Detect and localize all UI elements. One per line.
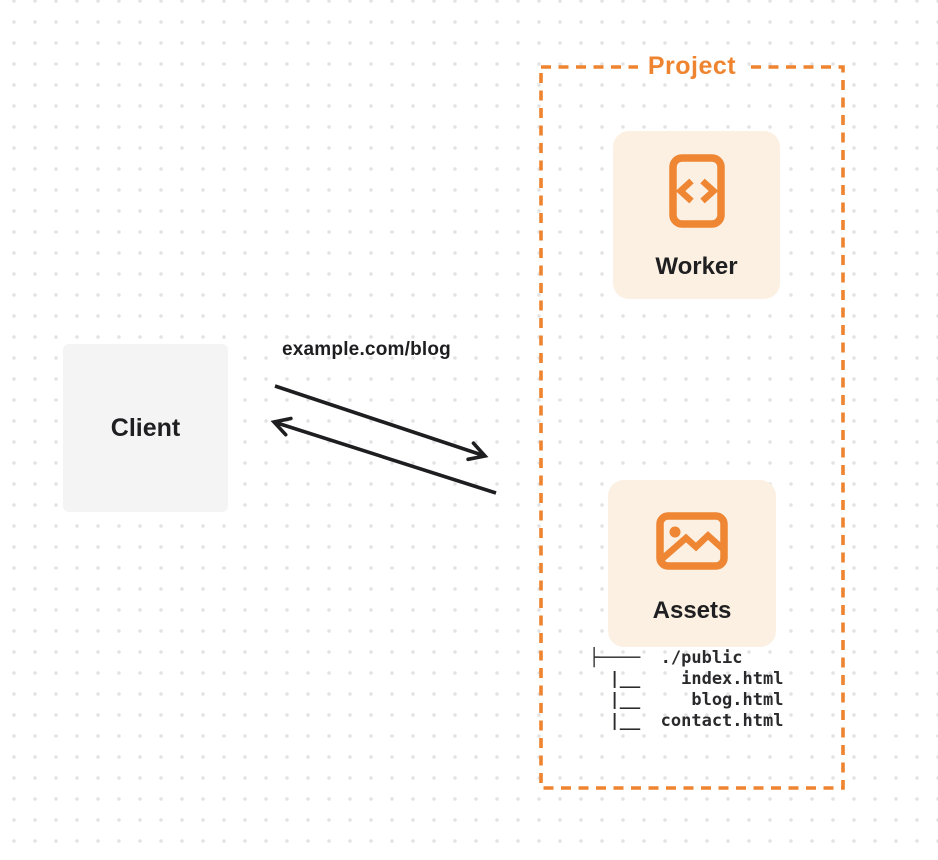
client-label: Client (110, 413, 181, 442)
assets-node: Assets (608, 480, 776, 647)
request-response-arrows (270, 384, 497, 495)
request-url-label: example.com/blog (282, 339, 451, 360)
worker-node: Worker (613, 131, 780, 299)
image-icon (656, 512, 728, 570)
response-arrow (270, 416, 497, 495)
assets-file-tree: ├──── ./public |__ index.html |__ blog.h… (589, 648, 784, 731)
client-node: Client (63, 344, 228, 512)
worker-label: Worker (655, 253, 738, 280)
assets-label: Assets (652, 597, 732, 624)
request-arrow (274, 384, 489, 462)
project-dashed-border (539, 65, 845, 790)
code-document-icon (668, 154, 725, 228)
